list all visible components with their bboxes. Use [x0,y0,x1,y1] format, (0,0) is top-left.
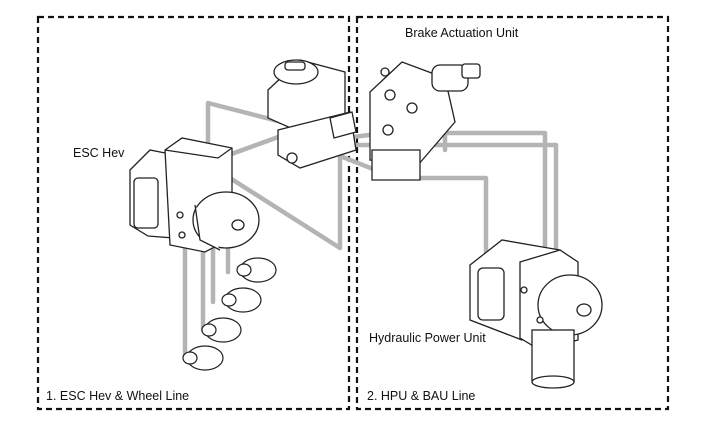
brake-actuation-unit [369,61,481,181]
master-cylinder [267,59,357,169]
left-panel-border [36,15,351,411]
right-panel-caption: 2. HPU & BAU Line [367,389,476,403]
wheel-fittings [182,257,277,371]
right-panel-border [355,15,670,411]
brake-actuation-unit-label: Brake Actuation Unit [405,26,519,40]
hydraulic-power-unit-label: Hydraulic Power Unit [369,331,486,345]
esc-hev-unit [129,137,260,253]
esc-hev-label: ESC Hev [73,146,125,160]
hydraulic-power-unit [469,239,603,389]
left-panel-caption: 1. ESC Hev & Wheel Line [46,389,190,403]
